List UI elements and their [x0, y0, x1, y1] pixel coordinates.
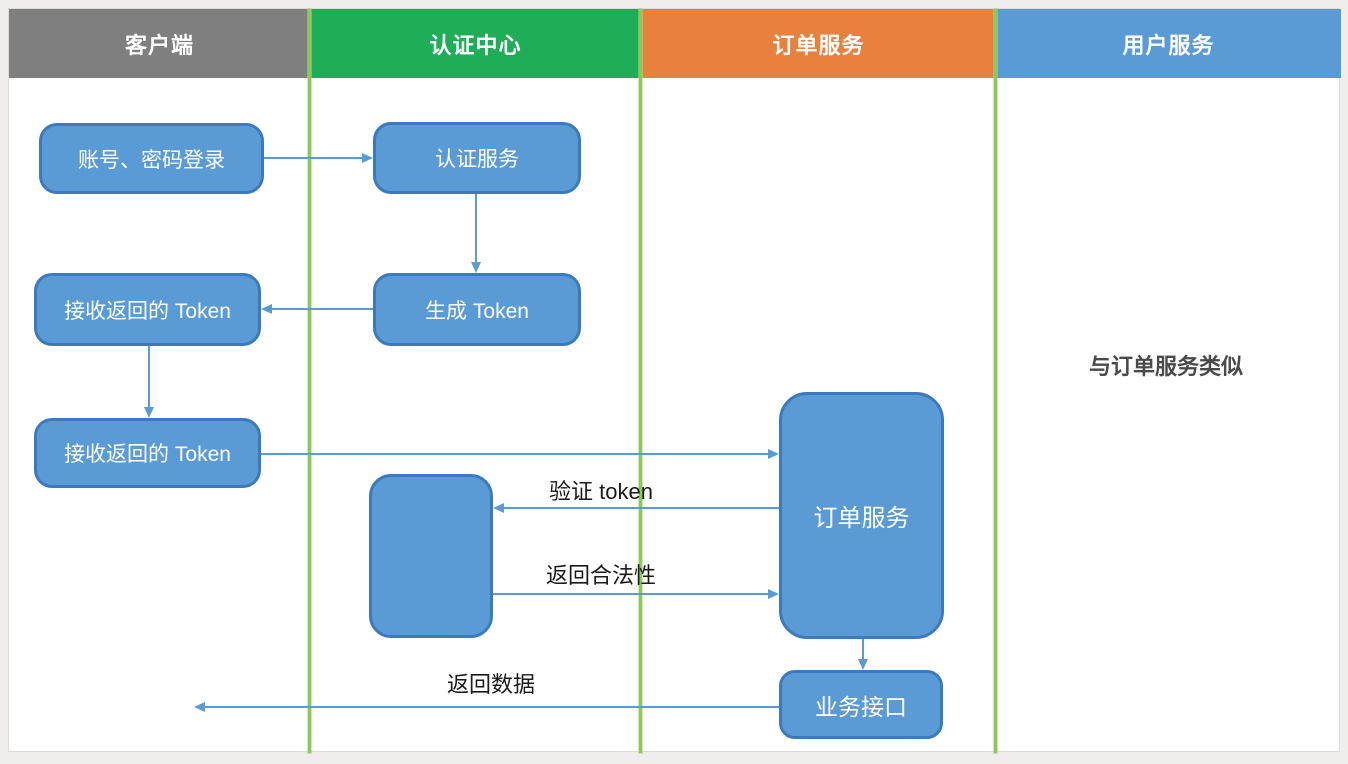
node-login: 账号、密码登录: [39, 123, 264, 194]
node-biz-api: 业务接口: [779, 670, 943, 739]
node-auth-service: 认证服务: [373, 122, 581, 194]
node-gen-token: 生成 Token: [373, 273, 581, 346]
edge-label-return-validity: 返回合法性: [545, 563, 656, 588]
node-recv-token-1: 接收返回的 Token: [34, 273, 261, 346]
arrows-layer: [144, 153, 868, 712]
arrow-login-to-auth-service: [264, 153, 373, 163]
arrow-auth-service-to-gen-token: [471, 194, 481, 273]
lane-divider: [308, 9, 311, 753]
lane-header-order-service: 订单服务: [641, 9, 996, 78]
lane-header-user-service: 用户服务: [996, 9, 1341, 78]
lane-divider: [994, 9, 997, 753]
node-validate-box: [369, 474, 493, 638]
user-service-note: 与订单服务类似: [1088, 354, 1243, 379]
arrow-order-service-to-biz-api: [858, 639, 868, 670]
arrow-biz-api-return-data: [194, 702, 779, 712]
diagram-canvas: 客户端 认证中心 订单服务 用户服务: [8, 8, 1341, 753]
arrow-validate-box-to-order-service: [493, 589, 779, 599]
lane-header-client: 客户端: [9, 9, 310, 78]
edge-label-return-data: 返回数据: [446, 672, 535, 697]
lane-divider: [639, 9, 642, 753]
edge-label-verify-token: 验证 token: [549, 479, 653, 504]
node-recv-token-2: 接收返回的 Token: [34, 418, 261, 488]
arrow-recv-token-2-to-order-service: [261, 449, 779, 459]
arrow-gen-token-to-recv-token-1: [261, 304, 373, 314]
lane-header-auth-center: 认证中心: [310, 9, 641, 78]
node-order-service: 订单服务: [779, 392, 944, 639]
arrow-recv-token-1-to-recv-token-2: [144, 346, 154, 418]
